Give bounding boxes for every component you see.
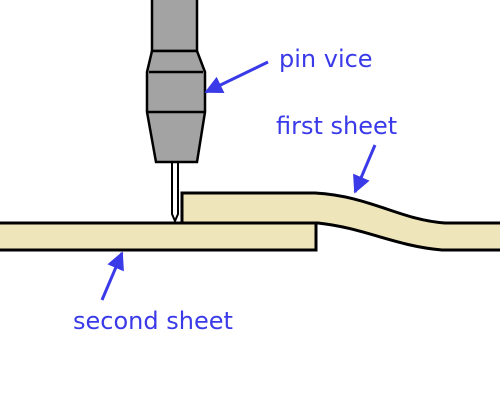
pin-vice-handle <box>150 0 199 53</box>
second-sheet-arrow <box>100 251 124 301</box>
first-sheet-shape <box>180 191 500 252</box>
first-sheet-label: first sheet <box>276 112 397 140</box>
second-sheet-label: second sheet <box>73 307 233 335</box>
pin-vice-arrow <box>204 60 269 94</box>
pin-vice-collet <box>145 49 207 164</box>
second-sheet-shape <box>0 221 318 252</box>
first-sheet-arrow <box>353 144 377 194</box>
pin-vice-label: pin vice <box>279 45 373 73</box>
pin-vice-tool <box>145 0 207 164</box>
drill-bit <box>171 160 179 224</box>
